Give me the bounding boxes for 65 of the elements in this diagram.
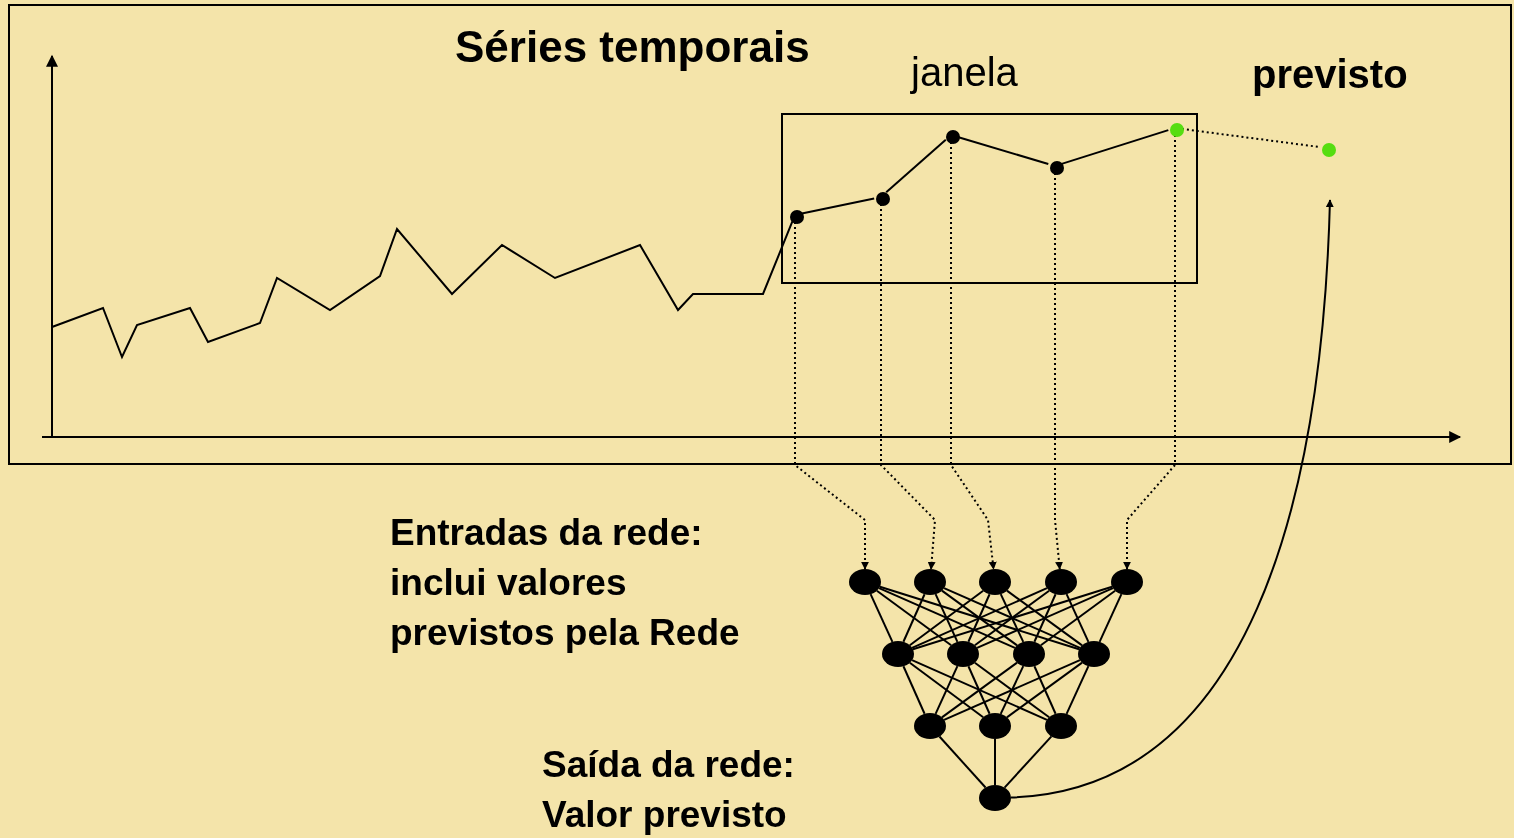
chart-title: Séries temporais	[455, 22, 810, 72]
note-text: Saída da rede: Valor previsto	[542, 743, 796, 837]
data-point	[946, 130, 960, 144]
point-caption: previsto	[1252, 52, 1408, 97]
neuron	[947, 641, 979, 667]
connector-line	[1098, 593, 1123, 643]
connector-line	[908, 661, 985, 719]
neuron	[979, 785, 1011, 811]
connector-line	[994, 738, 996, 786]
connector-line	[1003, 735, 1053, 789]
connector-line	[1065, 593, 1090, 643]
connector-line	[885, 138, 947, 194]
chart-frame	[8, 4, 1512, 465]
connector-line	[940, 661, 1019, 719]
note-text: Entradas da rede: inclui valores previstos pela Rede	[390, 511, 741, 655]
neuron	[882, 641, 914, 667]
connector-line	[800, 197, 876, 215]
connector-line	[1033, 593, 1057, 643]
neuron	[1045, 713, 1077, 739]
connector-line	[943, 587, 1081, 649]
connector-line	[869, 593, 894, 643]
connector-line	[908, 589, 985, 647]
connector-line	[938, 735, 987, 789]
connector-line	[911, 587, 1048, 649]
neuron	[1078, 641, 1110, 667]
connector-line	[973, 661, 1051, 719]
connector-line	[976, 587, 1114, 649]
series-line	[51, 220, 794, 360]
connector-line	[1060, 129, 1170, 165]
neuron	[1045, 569, 1077, 595]
neuron	[1111, 569, 1143, 595]
connector-line	[973, 589, 1051, 647]
arrow	[1010, 199, 1334, 799]
connector-line	[878, 587, 1016, 649]
connector-line	[878, 585, 1081, 651]
neuron	[979, 713, 1011, 739]
data-point	[876, 192, 890, 206]
connector-line	[1033, 665, 1057, 715]
neuron	[849, 569, 881, 595]
data-point	[1050, 161, 1064, 175]
connector-line	[1039, 589, 1117, 647]
data-point	[1170, 123, 1184, 137]
connector-line	[967, 593, 991, 643]
connector-line	[911, 659, 1048, 721]
data-point	[790, 210, 804, 224]
connector-line	[902, 665, 926, 715]
window-label: janela	[911, 50, 1018, 95]
connector-line	[875, 589, 953, 647]
connector-line	[902, 593, 926, 643]
neuron	[914, 713, 946, 739]
connector-line	[999, 593, 1025, 643]
neuron	[1013, 641, 1045, 667]
connector-line	[934, 665, 959, 715]
connector-line	[967, 665, 991, 715]
neuron	[979, 569, 1011, 595]
connector-line	[1005, 661, 1084, 719]
connector-line	[934, 593, 959, 643]
connector-line	[1005, 589, 1084, 647]
data-point	[1322, 143, 1336, 157]
connector-line	[911, 585, 1114, 651]
connector-line	[1065, 665, 1090, 715]
connector-line	[940, 589, 1019, 647]
connector-line	[999, 665, 1025, 715]
connector-line	[943, 659, 1081, 721]
neuron	[914, 569, 946, 595]
